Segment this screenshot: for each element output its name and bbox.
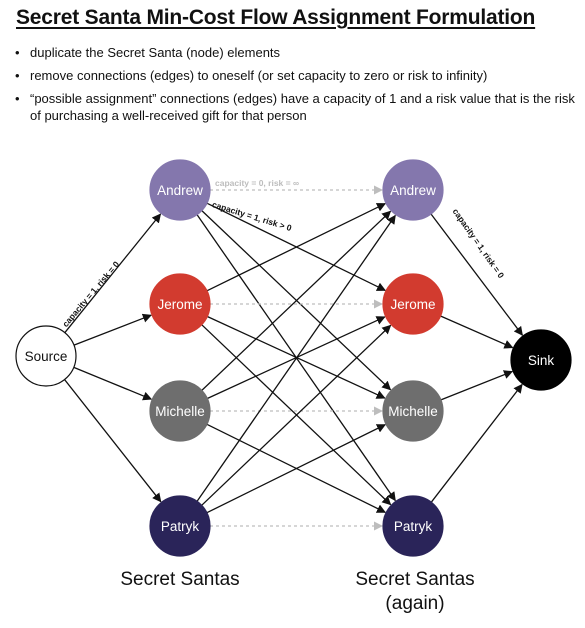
right-node-patryk-label: Patryk [394, 519, 433, 534]
source-node-label: Source [25, 349, 68, 364]
source-node: Source [15, 325, 77, 387]
left-node-patryk-label: Patryk [161, 519, 200, 534]
self-edge-label: capacity = 0, risk = ∞ [215, 178, 299, 188]
sink-edge-right-node-jerome-to-sink-node [440, 315, 514, 349]
assignment-edge-left-node-patryk-to-right-node-michelle [206, 424, 387, 514]
sink-node: Sink [510, 329, 572, 391]
left-node-jerome-label: Jerome [157, 297, 202, 312]
secret-santas-again-column-label: Secret Santas (again) [320, 568, 510, 616]
source-edge-label: capacity = 1, risk = 0 [60, 259, 121, 329]
bullet-list: duplicate the Secret Santa (node) elemen… [10, 44, 575, 130]
bullet-item: remove connections (edges) to oneself (o… [10, 67, 575, 84]
sink-edge-right-node-andrew-to-sink-node [430, 213, 523, 336]
left-node-patryk-circle [149, 495, 211, 557]
right-node-patryk: Patryk [382, 495, 444, 557]
edges-layer [64, 185, 523, 531]
sink-node-label: Sink [528, 353, 555, 368]
left-node-andrew: Andrew [149, 159, 211, 221]
left-node-patryk: Patryk [149, 495, 211, 557]
left-node-andrew-circle [149, 159, 211, 221]
assignment-edge-left-node-patryk-to-right-node-jerome [201, 324, 392, 506]
right-node-michelle-circle [382, 380, 444, 442]
source-edge-source-node-to-left-node-jerome [73, 313, 152, 346]
left-node-jerome-circle [149, 273, 211, 335]
right-node-andrew: Andrew [382, 159, 444, 221]
assignment-edge-left-node-michelle-to-right-node-andrew [201, 210, 392, 391]
assignment-edge-left-node-patryk-to-right-node-andrew [196, 214, 396, 502]
sink-node-circle [510, 329, 572, 391]
right-node-michelle: Michelle [382, 380, 444, 442]
left-column-text: Secret Santas [120, 569, 240, 590]
left-node-michelle: Michelle [149, 380, 211, 442]
source-edge-source-node-to-left-node-patryk [64, 379, 162, 503]
right-node-jerome-label: Jerome [390, 297, 435, 312]
left-node-michelle-circle [149, 380, 211, 442]
left-node-jerome: Jerome [149, 273, 211, 335]
sink-edge-label: capacity = 1, risk = 0 [451, 207, 507, 281]
sink-edge-right-node-patryk-to-sink-node [430, 383, 523, 503]
right-node-jerome: Jerome [382, 273, 444, 335]
right-column-text-line1: Secret Santas [355, 569, 475, 590]
bullet-item: duplicate the Secret Santa (node) elemen… [10, 44, 575, 61]
right-node-andrew-label: Andrew [390, 183, 436, 198]
right-node-michelle-label: Michelle [388, 404, 438, 419]
source-edge-source-node-to-left-node-andrew [64, 213, 162, 334]
source-node-circle [15, 325, 77, 387]
source-edge-source-node-to-left-node-michelle [73, 366, 153, 401]
page-title: Secret Santa Min-Cost Flow Assignment Fo… [16, 6, 536, 29]
secret-santas-column-label: Secret Santas [85, 568, 275, 592]
bullet-item: “possible assignment” connections (edges… [10, 90, 575, 124]
right-node-andrew-circle [382, 159, 444, 221]
right-node-jerome-circle [382, 273, 444, 335]
right-node-patryk-circle [382, 495, 444, 557]
right-column-text-line2: (again) [385, 593, 445, 614]
assignment-edge-label: capacity = 1, risk > 0 [211, 199, 293, 233]
assignment-edge-left-node-jerome-to-right-node-andrew [206, 203, 387, 292]
sink-edge-right-node-michelle-to-sink-node [440, 370, 514, 401]
left-node-andrew-label: Andrew [157, 183, 203, 198]
left-node-michelle-label: Michelle [155, 404, 205, 419]
